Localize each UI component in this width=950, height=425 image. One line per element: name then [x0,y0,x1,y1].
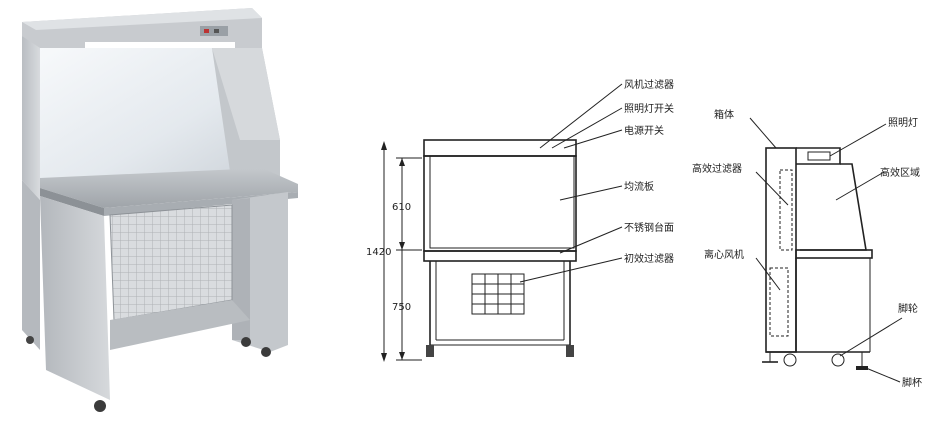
lamp-icon [807,151,831,161]
side-worktop [795,249,873,259]
foot-icon [566,345,574,357]
hepa-filter [779,169,793,251]
front-view-svg: 610 1420 750 风机过滤器 照明灯开关 电源开关 均流板 不锈钢台面 … [366,78,674,362]
lamp-strip [85,42,235,48]
caster-icon [26,336,34,344]
centrifugal-fan-label: 离心风机 [704,248,744,261]
hepa-filter-label: 高效过滤器 [692,162,742,175]
worktop-edge [423,250,577,262]
pre-filter-label: 初效过滤器 [624,252,674,265]
cabinet-label: 箱体 [714,108,734,121]
lower-height-text: 750 [392,302,411,313]
upper-height-text: 610 [392,202,411,213]
filter-mesh-label: 均流板 [624,180,654,193]
product-photo [0,0,310,425]
work-zone-label: 高效区域 [880,166,920,179]
steel-worktop [40,168,298,208]
filter-mesh [429,155,575,249]
light-switch-label: 照明灯开关 [624,102,674,115]
steel-worktop-label: 不锈钢台面 [624,221,674,234]
fan-filter-label: 风机过滤器 [624,78,674,91]
caster-icon [241,337,251,347]
foot-label: 脚杯 [902,376,922,389]
caster-icon [94,400,106,412]
side-view-drawing: 箱体 照明灯 高效过滤器 高效区域 离心风机 脚轮 脚杯 [690,0,950,425]
pre-filter-grid [471,273,525,315]
side-view-svg: 箱体 照明灯 高效过滤器 高效区域 离心风机 脚轮 脚杯 [692,108,922,389]
foot-icon [856,366,868,370]
caster-icon [261,347,271,357]
total-height-text: 1420 [366,247,391,258]
caster-label: 脚轮 [898,302,918,315]
left-leg-panel [40,196,110,400]
front-hood-outline [800,163,867,251]
power-switch-label: 电源开关 [624,124,664,137]
fan-filter-box [423,139,577,157]
clean-bench-photo [22,8,298,412]
foot-icon [426,345,434,357]
fan-unit [769,267,789,337]
caster-icon [831,353,845,367]
work-chamber [40,48,262,180]
pre-filter-grid [109,204,233,321]
front-view-drawing: 610 1420 750 风机过滤器 照明灯开关 电源开关 均流板 不锈钢台面 … [360,0,680,425]
caster-icon [783,353,797,367]
lamp-label: 照明灯 [888,117,918,129]
